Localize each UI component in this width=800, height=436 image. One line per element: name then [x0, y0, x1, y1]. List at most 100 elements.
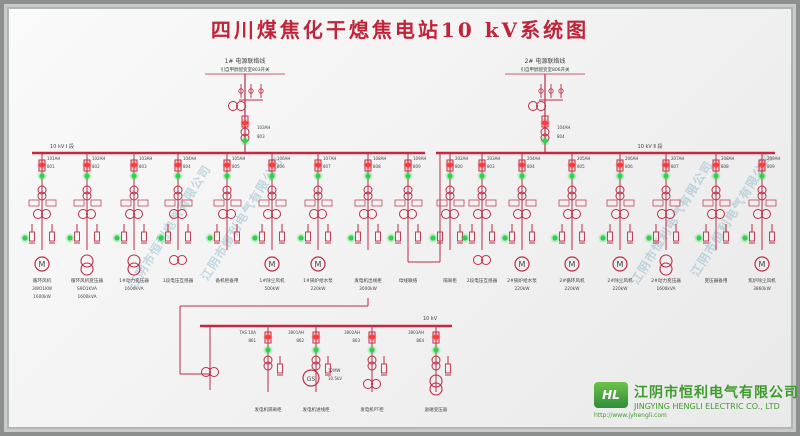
bus2-feeder-1-ct-b	[477, 191, 487, 201]
bus1-feeder-1-led-status-core	[67, 235, 73, 241]
bus3-feeder-2-arrester-body	[381, 363, 387, 374]
bus2-feeder-5-led-green	[661, 171, 671, 181]
bus2-feeder-4-breaker	[616, 159, 624, 172]
bus1-feeder-6-led-green	[313, 171, 323, 181]
bus1-feeder-1-pt-meter-b	[86, 209, 96, 219]
bus1-feeder-7-ct-b	[363, 191, 373, 201]
bus2-feeder-7-meter-b	[765, 199, 777, 207]
bus2-feeder-5-led-status-core	[646, 235, 652, 241]
bus3-feeder-1-ct-a	[311, 355, 321, 365]
bus1-feeder-0-breaker	[38, 159, 46, 172]
bus-1-label: 10 kV Ⅰ 段	[50, 143, 74, 150]
bus1-feeder-2-arrester-a-body	[121, 231, 127, 242]
bus2-feeder-7-arrester-a-body	[749, 231, 755, 242]
bus2-feeder-1-arrester-a-body	[469, 231, 475, 242]
bus2-feeder-4-pt-meter-a	[611, 209, 621, 219]
bus3-feeder-1-ct-label: 862	[296, 338, 304, 343]
bus1-feeder-6-label: 1#锅炉给水泵	[303, 277, 333, 284]
bus1-feeder-8-led-green-core	[405, 173, 411, 179]
bus1-feeder-7-rating: 3000kW	[359, 286, 377, 292]
bus2-feeder-2-ct-b	[517, 191, 527, 201]
bus2-feeder-2-led-status	[500, 233, 510, 243]
bus1-feeder-2-led-green-core	[131, 173, 137, 179]
bus2-feeder-2-meter-b	[525, 199, 537, 207]
bus1-feeder-5-led-green-core	[269, 173, 275, 179]
brand-block: HL 江阴市恒利电气有限公司 JINGYING HENGLI ELECTRIC …	[594, 380, 798, 426]
bus2-feeder-7-led-red	[757, 160, 767, 170]
bus1-feeder-4-code: 105AH	[232, 156, 245, 161]
bus1-feeder-1-pt-meter-a	[78, 209, 88, 219]
incomer-ct-1-a	[540, 127, 550, 137]
bus2-feeder-4-pt-meter-b	[619, 209, 629, 219]
incomer-meter-1-b	[536, 101, 546, 111]
bus2-feeder-2-ct-label: 804	[527, 164, 535, 169]
bus2-feeder-6-arrester-a-body	[703, 231, 709, 242]
bus1-feeder-6-pt-meter-a	[309, 209, 319, 219]
bus1-feeder-4-ct-b	[222, 191, 232, 201]
bus1-feeder-0-led-green-core	[39, 173, 45, 179]
bus2-feeder-3-ct-label: 805	[577, 164, 585, 169]
bus1-feeder-3-meter-b	[181, 199, 193, 207]
bus1-feeder-5-led-red	[267, 160, 277, 170]
bus1-feeder-2-ct-label: 803	[139, 164, 147, 169]
bus1-feeder-0-led-status	[20, 233, 30, 243]
incomer-pt-0-coil-2	[258, 88, 264, 94]
bus2-feeder-0-led-red-core	[447, 162, 453, 168]
bus2-feeder-1-breaker	[478, 159, 486, 172]
bus3-feeder-2-led-red	[367, 332, 377, 342]
bus1-feeder-1-ct-b	[82, 191, 92, 201]
bus1-feeder-2-led-status-core	[114, 235, 120, 241]
brand-name: 江阴市恒利电气有限公司	[634, 385, 799, 401]
bus2-feeder-7-motor	[754, 256, 770, 272]
bus2-feeder-4-led-red-core	[617, 162, 623, 168]
bus2-feeder-5-led-green-core	[663, 173, 669, 179]
bus1-feeder-8-led-red-core	[405, 162, 411, 168]
incomer-led-green-1-core	[542, 138, 548, 144]
bus3-feeder-1-led-red-core	[313, 334, 319, 340]
bus3-feeder-1-generator-rating2: 10.5kV	[328, 376, 342, 381]
bus2-feeder-5-led-red	[661, 160, 671, 170]
incomer-led-green-1	[540, 136, 550, 146]
bus1-feeder-2-led-red-core	[131, 162, 137, 168]
bus1-feeder-6-motor-symbol: M	[315, 260, 322, 269]
bus1-feeder-7-label: 发电机出线柜	[354, 277, 382, 284]
bus3-feeder-0-led-green	[263, 345, 273, 355]
bus1-feeder-0-rating: 3WO1KW	[32, 286, 53, 292]
bus2-feeder-4-code: 206AH	[625, 156, 638, 161]
bus1-feeder-7-ct-a	[363, 185, 373, 195]
bus2-feeder-0-led-green-core	[447, 173, 453, 179]
bus1-feeder-6-arrester-a-body	[305, 231, 311, 242]
incomer-meter-0-b	[236, 101, 246, 111]
bus3-feeder-3-transformer-lv	[429, 382, 443, 396]
bus2-feeder-0-label: 隔离柜	[443, 277, 457, 284]
bus1-feeder-5-pt-meter-a	[263, 209, 273, 219]
bus1-feeder-6-meter-b	[321, 199, 333, 207]
bus2-feeder-7-pt-meter-a	[753, 209, 763, 219]
bus3-feeder-0-breaker	[264, 331, 272, 344]
bus1-feeder-6-ct-b	[313, 191, 323, 201]
bus1-feeder-7-led-red-core	[365, 162, 371, 168]
bus2-feeder-7-arrester-b-body	[769, 231, 775, 242]
bus2-feeder-7-ct-a	[757, 185, 767, 195]
bus2-feeder-3-led-status	[550, 233, 560, 243]
bus3-feeder-3-ct-b	[431, 361, 441, 371]
bus3-feeder-2-label: 发电机PT柜	[360, 406, 384, 413]
bus1-feeder-4-led-status-core	[207, 235, 213, 241]
bus1-feeder-0-motor	[34, 256, 50, 272]
bus2-feeder-1-led-status-core	[462, 235, 468, 241]
bus1-feeder-4-pt-meter-b	[226, 209, 236, 219]
bus1-feeder-1-rating: S9D1KVA	[77, 286, 97, 292]
bus1-feeder-4-arrester-b-body	[234, 231, 240, 242]
bus2-feeder-1-led-red-core	[479, 162, 485, 168]
bus3-feeder-3-transformer-hv	[429, 374, 443, 388]
bus1-feeder-8-label: 母线联络	[399, 277, 418, 284]
bus2-feeder-2-pt-meter-a	[513, 209, 523, 219]
bus2-feeder-4-led-red	[615, 160, 625, 170]
bus2-feeder-7-pt-meter-b	[761, 209, 771, 219]
bus1-feeder-3-code: 104AH	[183, 156, 196, 161]
bus1-feeder-1-label: 循环风机变压器	[71, 277, 104, 284]
bus3-feeder-1-led-green	[311, 345, 321, 355]
bus2-feeder-2-arrester-b-body	[529, 231, 535, 242]
bus1-feeder-5-motor	[264, 256, 280, 272]
bus1-feeder-4-meter-b	[230, 199, 242, 207]
